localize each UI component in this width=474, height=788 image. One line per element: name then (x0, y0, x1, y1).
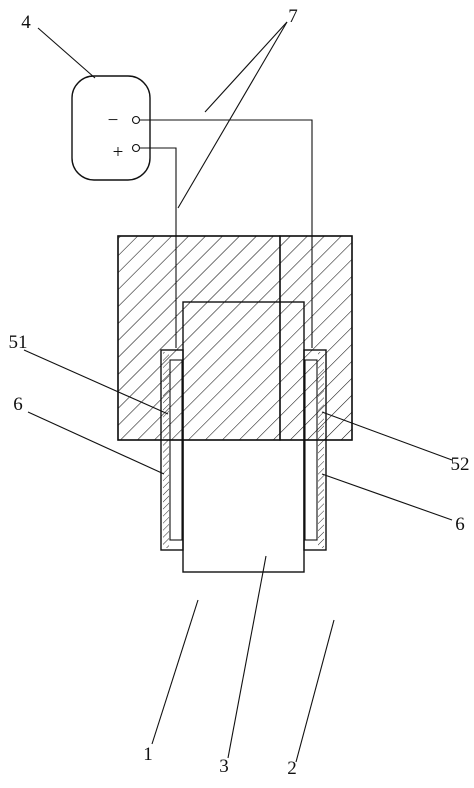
label-insulation-left: 6 (13, 394, 23, 415)
terminal-positive-sign: + (113, 142, 124, 163)
electrode-plate-left (169, 359, 183, 541)
terminal-negative (131, 115, 141, 125)
wires (140, 119, 313, 348)
power-supply: − + (71, 75, 151, 181)
label-cavity: 3 (219, 756, 229, 777)
label-insulation-right: 6 (455, 514, 465, 535)
terminal-negative-sign: − (108, 110, 119, 131)
insulation-layer-left (160, 349, 184, 551)
label-electrode-right: 52 (451, 454, 470, 475)
label-wires: 7 (288, 6, 298, 27)
mold-right-half (279, 235, 353, 441)
label-mold-right: 2 (287, 758, 297, 779)
electrode-plate-right (304, 359, 318, 541)
mold-left-half (117, 235, 281, 441)
label-electrode-left: 51 (9, 332, 28, 353)
terminal-positive (131, 143, 141, 153)
insulation-layer-right (303, 349, 327, 551)
leader-lines (23, 21, 453, 763)
mold-outline (117, 235, 353, 441)
label-mold-left: 1 (143, 744, 153, 765)
label-power-supply: 4 (21, 12, 31, 33)
